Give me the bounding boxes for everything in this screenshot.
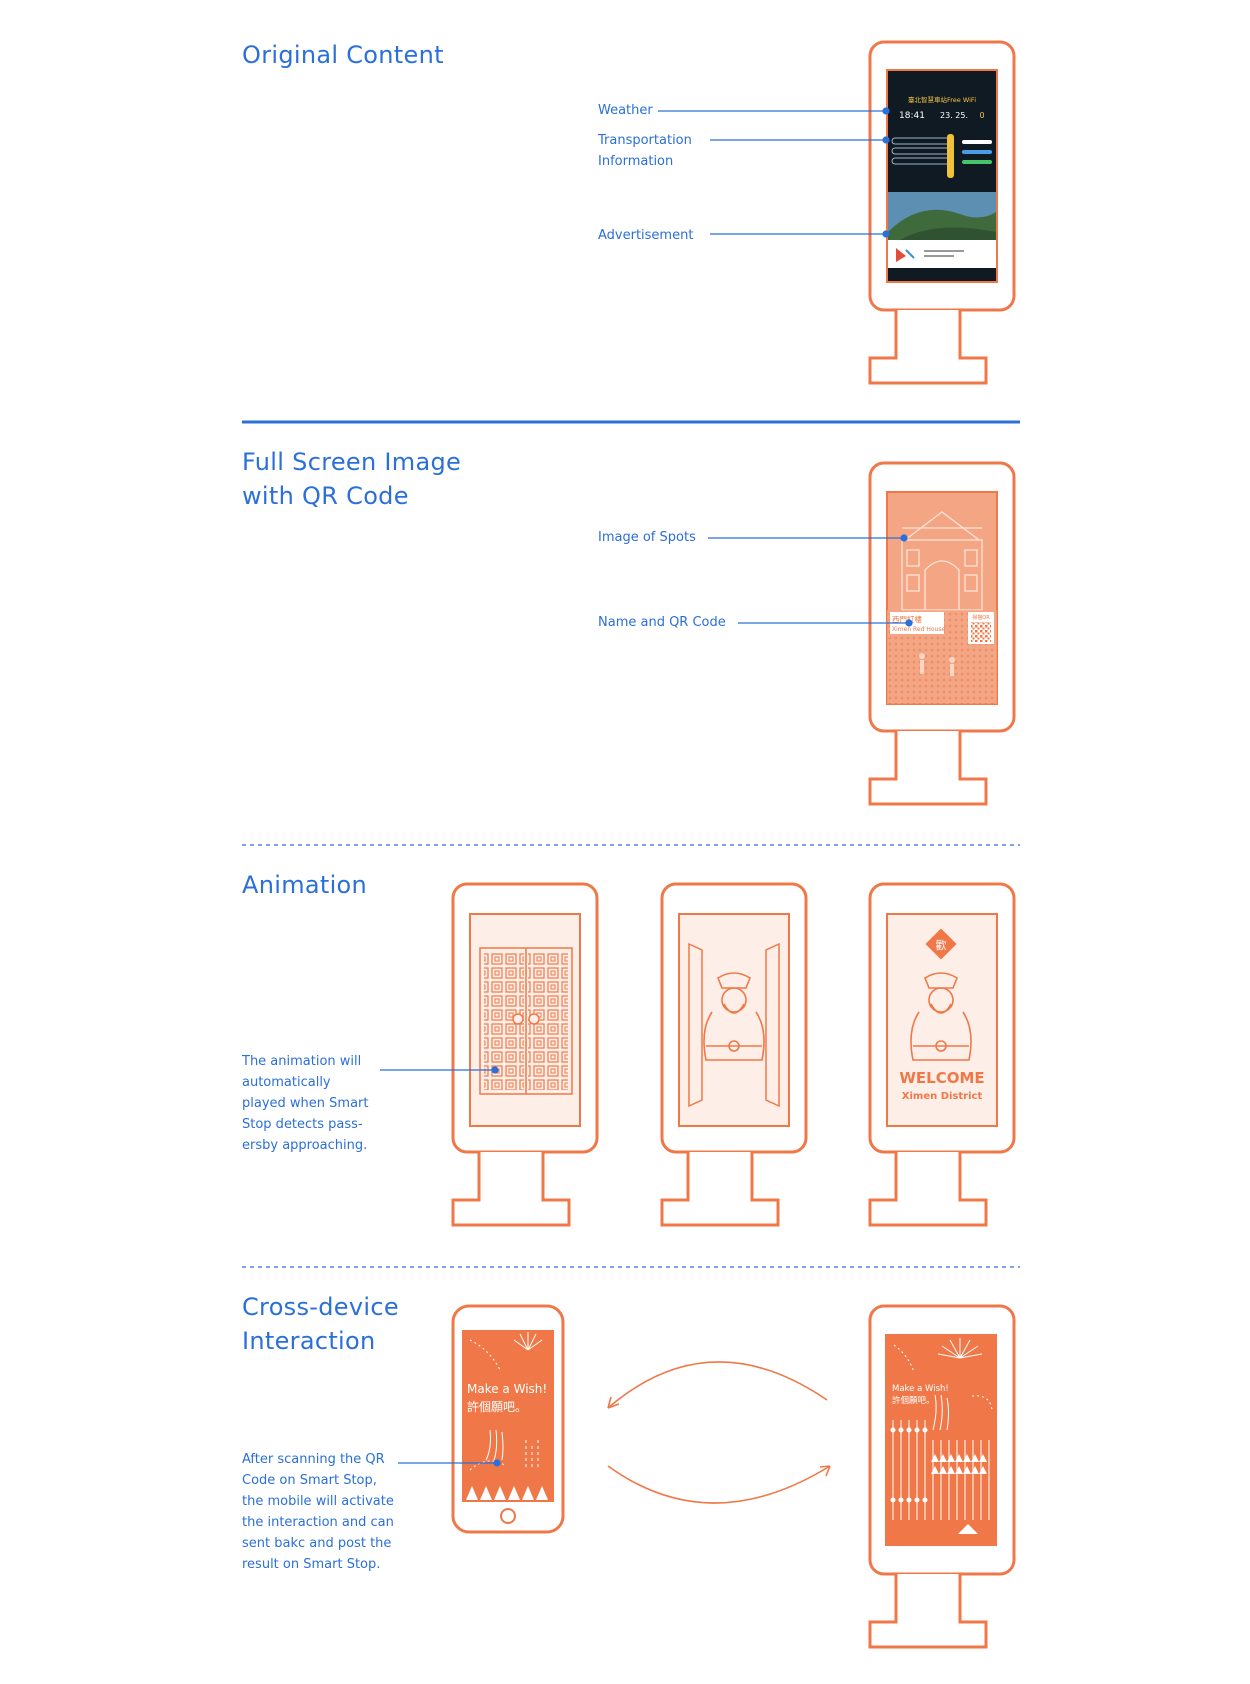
screen-time: 18:41 (899, 111, 925, 121)
qr-hint: 掃描QR (972, 614, 990, 621)
kiosk-original: 臺北智慧車站Free WiFi 18:41 23. 25. 0 (868, 40, 1016, 385)
kiosk-animation-door (451, 882, 599, 1227)
screen-rain: 0 (979, 111, 984, 120)
leader-crossdevice (398, 1459, 501, 1467)
section-title-crossdevice: Cross-device Interaction (242, 1293, 399, 1355)
kiosk-animation-welcome: 歡 WELCOME Ximen District (868, 882, 1016, 1227)
spot-name-zh: 西門紅樓 (892, 614, 922, 624)
mobile-phone: Make a Wish! 許個願吧。 (451, 1304, 565, 1534)
crossdevice-description: After scanning the QR Code on Smart Stop… (242, 1452, 394, 1572)
kiosk-line2: 許個願吧。 (892, 1395, 935, 1406)
kiosk-animation-opening (660, 882, 808, 1227)
section-title-fullscreen: Full Screen Image with QR Code (242, 448, 462, 510)
district-text: Ximen District (902, 1091, 983, 1102)
animation-description: The animation will automatically played … (242, 1054, 369, 1153)
qr-code (971, 622, 991, 642)
screen-temp: 23. 25. (940, 111, 968, 120)
home-button[interactable] (500, 1508, 516, 1524)
section-title-original: Original Content (242, 41, 444, 69)
label-weather: Weather (598, 103, 653, 118)
label-transport: Transportation Information (598, 133, 692, 169)
leader-animation (380, 1066, 499, 1074)
leaders-fullscreen (708, 534, 913, 627)
label-image-of-spots: Image of Spots (598, 530, 696, 545)
kiosk-line1: Make a Wish! (892, 1384, 949, 1394)
leaders-original (658, 107, 890, 238)
transport-rows (891, 134, 992, 178)
ad-image (888, 192, 996, 280)
phone-line1: Make a Wish! (467, 1382, 547, 1396)
section-title-animation: Animation (242, 871, 368, 899)
label-name-qr: Name and QR Code (598, 615, 726, 630)
kiosk-wish: Make a Wish! 許個願吧。 (868, 1304, 1016, 1649)
kiosk-fullscreen: 西門紅樓 Ximen Red House 掃描QR (868, 461, 1016, 806)
welcome-badge-text: 歡 (936, 938, 947, 952)
phone-line2: 許個願吧。 (467, 1400, 527, 1414)
screen-header: 臺北智慧車站Free WiFi (908, 95, 976, 104)
welcome-character (910, 972, 972, 1061)
spot-name-en: Ximen Red House (892, 626, 945, 633)
label-ad: Advertisement (598, 228, 694, 243)
sync-arrows (607, 1361, 831, 1504)
character-figure (703, 972, 765, 1061)
welcome-text: WELCOME (899, 1069, 984, 1087)
